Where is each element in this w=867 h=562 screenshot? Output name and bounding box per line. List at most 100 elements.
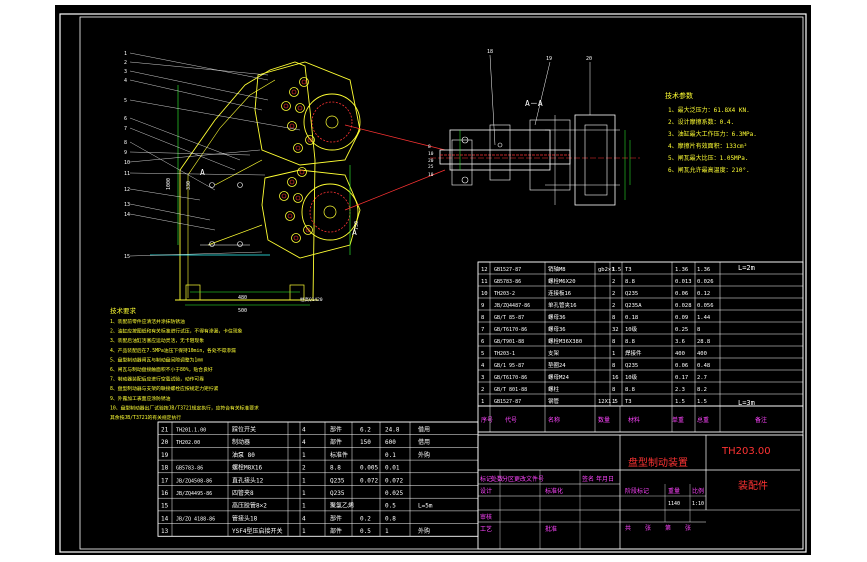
tech-param-line: 6、闸瓦允许最高温度：210°. [668, 166, 750, 174]
bom-left-cell: 0.5 [385, 503, 396, 510]
bolt-hole [289, 179, 295, 185]
bolt-hole [295, 145, 301, 151]
bom-header-1: 代号 [505, 416, 517, 424]
bolt-head [279, 191, 289, 201]
support-frame-outline [179, 61, 316, 301]
upper-disc-inner [311, 101, 353, 143]
bom-left-cell: 借用 [418, 426, 430, 434]
tech-param-line: 5、闸瓦最大比压：1.05MPa. [668, 154, 749, 162]
drawing-background [55, 5, 811, 555]
bom-left-cell: 14 [161, 515, 169, 522]
bom-left-cell: 1 [302, 477, 306, 484]
bom-right-cell: Q235 [625, 363, 638, 369]
section-dim: 10 [428, 172, 434, 178]
bolt-hole [305, 227, 311, 233]
bom-header-0: 序号 [481, 416, 493, 424]
label-signature: 签名 [582, 475, 594, 483]
tech-req-line: 10、盘型制动器出厂试验按JB/T3721规定执行，应符合有关标准要求 [110, 404, 259, 411]
bolt-head [293, 143, 303, 153]
label-count: 处数 [491, 475, 503, 483]
bom-right-cell: 8 [612, 363, 615, 369]
bom-right-cell: 垫圈24 [548, 361, 566, 369]
bom-left-cell: 17 [161, 477, 169, 484]
bom-left-cell: 标准件 [330, 451, 348, 459]
bom-right-cell: T3 [625, 399, 632, 405]
bolt-hole [299, 169, 305, 175]
bom-left-cell: YSF4型压启接开关 [232, 527, 282, 535]
bom-right-cell: 螺母M24 [548, 373, 570, 381]
bom-right-cell: 1 [612, 267, 615, 273]
bom-right-cell: 1 [481, 399, 484, 405]
bom-right-cell: 0.06 [675, 291, 688, 297]
bom-left-cell: 0.072 [385, 477, 403, 484]
outer-frame [59, 13, 807, 553]
base-foot-right [289, 284, 305, 301]
bom-left-cell: 2 [302, 465, 306, 472]
bom-left-cell: 1 [302, 490, 306, 497]
bom-right-cell: 12X1.5 [598, 399, 618, 405]
label-sheet-2: 张 [685, 524, 691, 532]
bom-right-cell: 8 [612, 387, 615, 393]
tech-req-title: 技术要求 [110, 306, 137, 315]
label-standard: 标准化 [545, 487, 563, 495]
bom-left-cell: 直孔接头12 [232, 476, 264, 484]
bolt-head [305, 135, 315, 145]
bom-right-cell: 8.8 [625, 339, 635, 345]
bom-left-cell: GB5783-86 [176, 466, 203, 472]
tech-param-line: 1、最大泛压力：61.8X4 KN. [668, 106, 750, 114]
bom-right-cell: GB/T 85-87 [494, 315, 524, 321]
bom-right-cell: 0.026 [697, 279, 714, 285]
upper-disc-outer [303, 93, 361, 151]
bom-left-cell: 管接头18 [232, 514, 258, 522]
tech-req-line: 7、制动器装配后应进行空载试验，动作可靠 [110, 376, 204, 383]
upper-disc-center [325, 115, 339, 129]
label-marking: 标记 [480, 475, 492, 483]
bom-left-cell: 15 [161, 503, 169, 510]
bom-right-cell: 焊接件 [625, 349, 642, 357]
callout-5: 5 [124, 98, 127, 104]
callout-12: 12 [124, 187, 130, 193]
tech-req-line: 1、装配前零件应清洁并涂抹防锈油 [110, 318, 185, 325]
bom-right-cell: 8 [612, 315, 615, 321]
callout-19: 19 [546, 56, 552, 62]
label-review: 审核 [480, 513, 492, 521]
bolt-head [291, 233, 301, 243]
section-title: A－A [525, 99, 543, 108]
label-page: 第 [665, 524, 671, 532]
bolt-head [303, 225, 313, 235]
bom-right-cell: GB/T6170-86 [494, 327, 527, 333]
bom-right-cell: 0.48 [697, 363, 710, 369]
bom-left-cell: 21 [161, 427, 169, 434]
drawing-number: TH203.00 [721, 446, 771, 457]
tech-req-line: 其余按JB/T3721的有关规定执行 [110, 414, 181, 421]
bolt-head [293, 193, 303, 203]
bom-right-cell: 400 [675, 351, 685, 357]
bom-left-cell: 外购 [418, 451, 430, 459]
upper-caliper-body [254, 61, 361, 166]
brace-2 [207, 224, 263, 246]
label-change-doc: 更改文件号 [514, 475, 544, 483]
callout-11: 11 [124, 171, 130, 177]
tech-param-line: 2、设计摩擦系数：0.4. [668, 118, 734, 126]
note-length-2m: L=2m [738, 264, 755, 272]
bom-left-cell: L=5m [418, 503, 433, 510]
tech-requirements-block: 技术要求 1、装配前零件应清洁并涂抹防锈油2、油缸应按图纸和有关标准进行试压，不… [110, 306, 259, 421]
bom-right-cell: 螺柱 [548, 385, 560, 393]
bom-left-cell: 24.8 [385, 427, 400, 434]
callout-14: 14 [124, 212, 130, 218]
bom-right-cell: 10级 [625, 325, 638, 333]
tech-param-line: 4、摩擦片有效面积：133cm² [668, 142, 747, 150]
title-block: 盘型制动装置 TH203.00 装配件 标记 处数 分区 更改文件号 签名 年月… [477, 434, 804, 550]
bom-right-cell: 1 [612, 399, 615, 405]
bom-right-cell: 8 [481, 315, 484, 321]
bom-right-cell: 5 [481, 351, 484, 357]
bom-left-cell: TH202.00 [176, 440, 200, 446]
bolt-hole [289, 123, 295, 129]
bom-right-cell: 1.5 [697, 399, 707, 405]
bom-right-cell: 12 [481, 267, 488, 273]
bom-left-cell: 部件 [330, 527, 342, 535]
bolt-hole [293, 235, 299, 241]
